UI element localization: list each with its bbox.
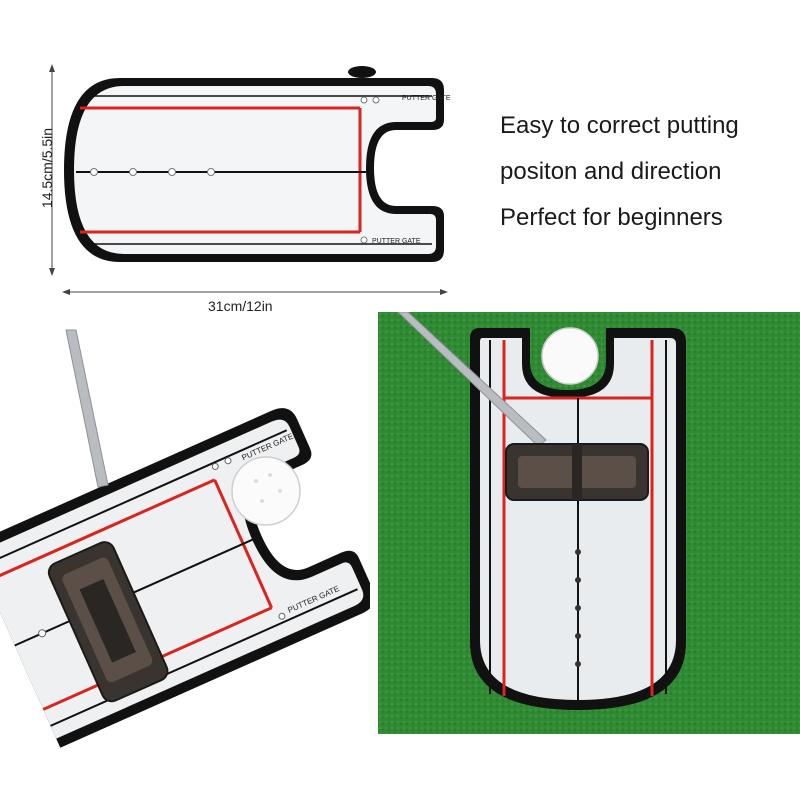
angled-mirror-illustration: PUTTER GATE PUTTER GATE: [0, 325, 370, 800]
width-arrow-left: [62, 289, 70, 295]
feature-line-2: positon and direction: [500, 158, 722, 185]
golf-ball: [231, 456, 301, 526]
feature-line-3: Perfect for beginners: [500, 204, 723, 231]
mirror-top-view: PUTTER GATE PUTTER GATE: [49, 64, 451, 295]
top-product-diagram: PUTTER GATE PUTTER GATE 14.5cm/5.5in 31c…: [0, 0, 470, 314]
hole-6: [372, 96, 380, 104]
photo-mirror-on-turf: [378, 312, 800, 734]
height-arrow-bottom: [49, 268, 55, 276]
brand-text-top: PUTTER GATE: [402, 95, 451, 102]
photo-putter-angled: PUTTER GATE PUTTER GATE: [0, 325, 370, 800]
hole-2: [129, 168, 137, 176]
hole-5: [360, 96, 368, 104]
turf-putter-head: [505, 443, 649, 501]
stacked-mirror-edge: [348, 66, 376, 78]
hole-3: [168, 168, 176, 176]
mirror-surface: [74, 86, 436, 254]
putter-head: [47, 541, 169, 703]
turf-putter-shaft: [397, 312, 547, 447]
hole-1: [90, 168, 98, 176]
turf-mirror-illustration: [378, 312, 800, 734]
putter-shaft: [65, 329, 109, 488]
turf-golf-ball: [541, 327, 599, 385]
hole-4: [207, 168, 215, 176]
feature-line-1: Easy to correct putting: [500, 112, 739, 139]
angled-mirror-surface: [0, 419, 364, 739]
width-label: 31cm/12in: [208, 298, 273, 314]
width-arrow-right: [440, 289, 448, 295]
brand-text-bottom: PUTTER GATE: [372, 238, 421, 245]
height-label: 14.5cm/5.5in: [39, 127, 55, 209]
height-arrow-top: [49, 64, 55, 72]
hole-7: [360, 236, 368, 244]
